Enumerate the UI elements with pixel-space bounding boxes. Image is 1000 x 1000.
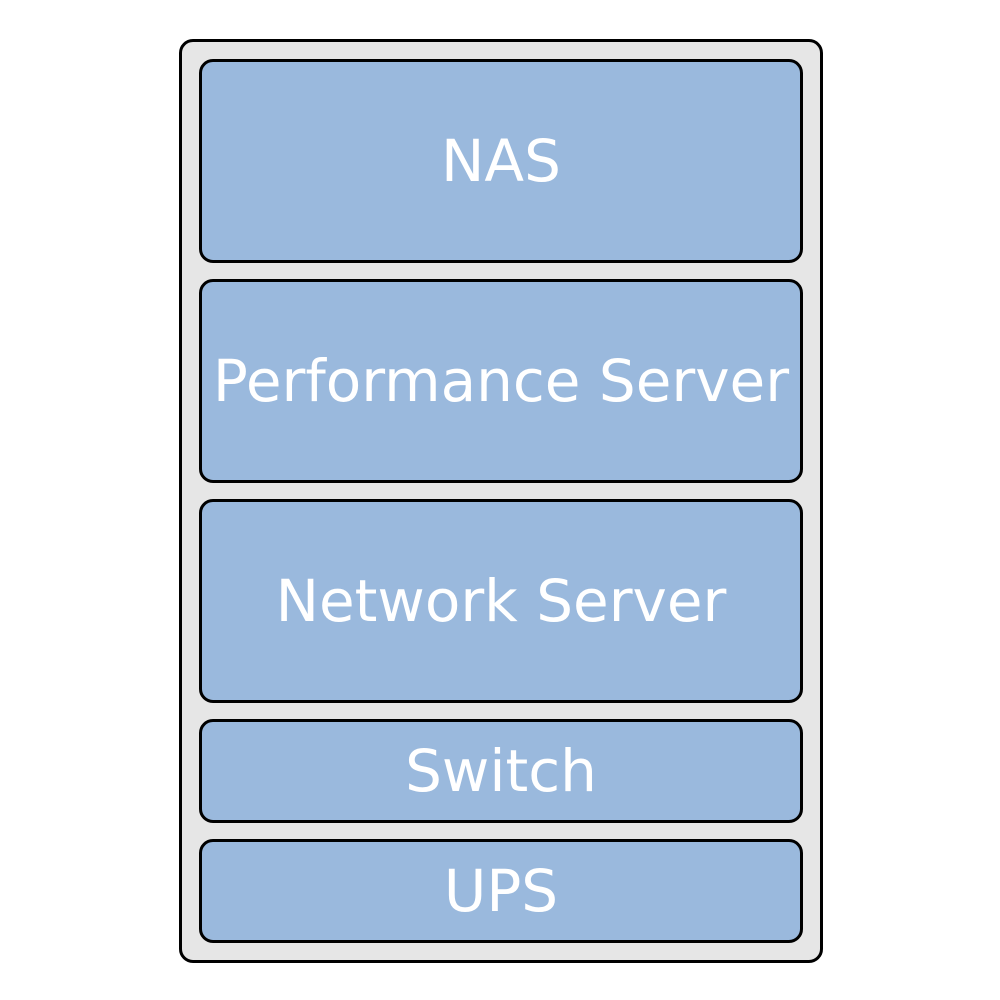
rack-unit-network-server: Network Server [199, 499, 803, 703]
rack-unit-label: Switch [405, 737, 597, 805]
rack-unit-label: UPS [443, 857, 559, 925]
rack-unit-ups: UPS [199, 839, 803, 943]
rack-unit-label: Network Server [275, 567, 727, 635]
rack-unit-label: Performance Server [212, 347, 790, 415]
rack-unit-performance-server: Performance Server [199, 279, 803, 483]
rack-unit-label: NAS [441, 127, 561, 195]
rack-unit-switch: Switch [199, 719, 803, 823]
rack-unit-nas: NAS [199, 59, 803, 263]
